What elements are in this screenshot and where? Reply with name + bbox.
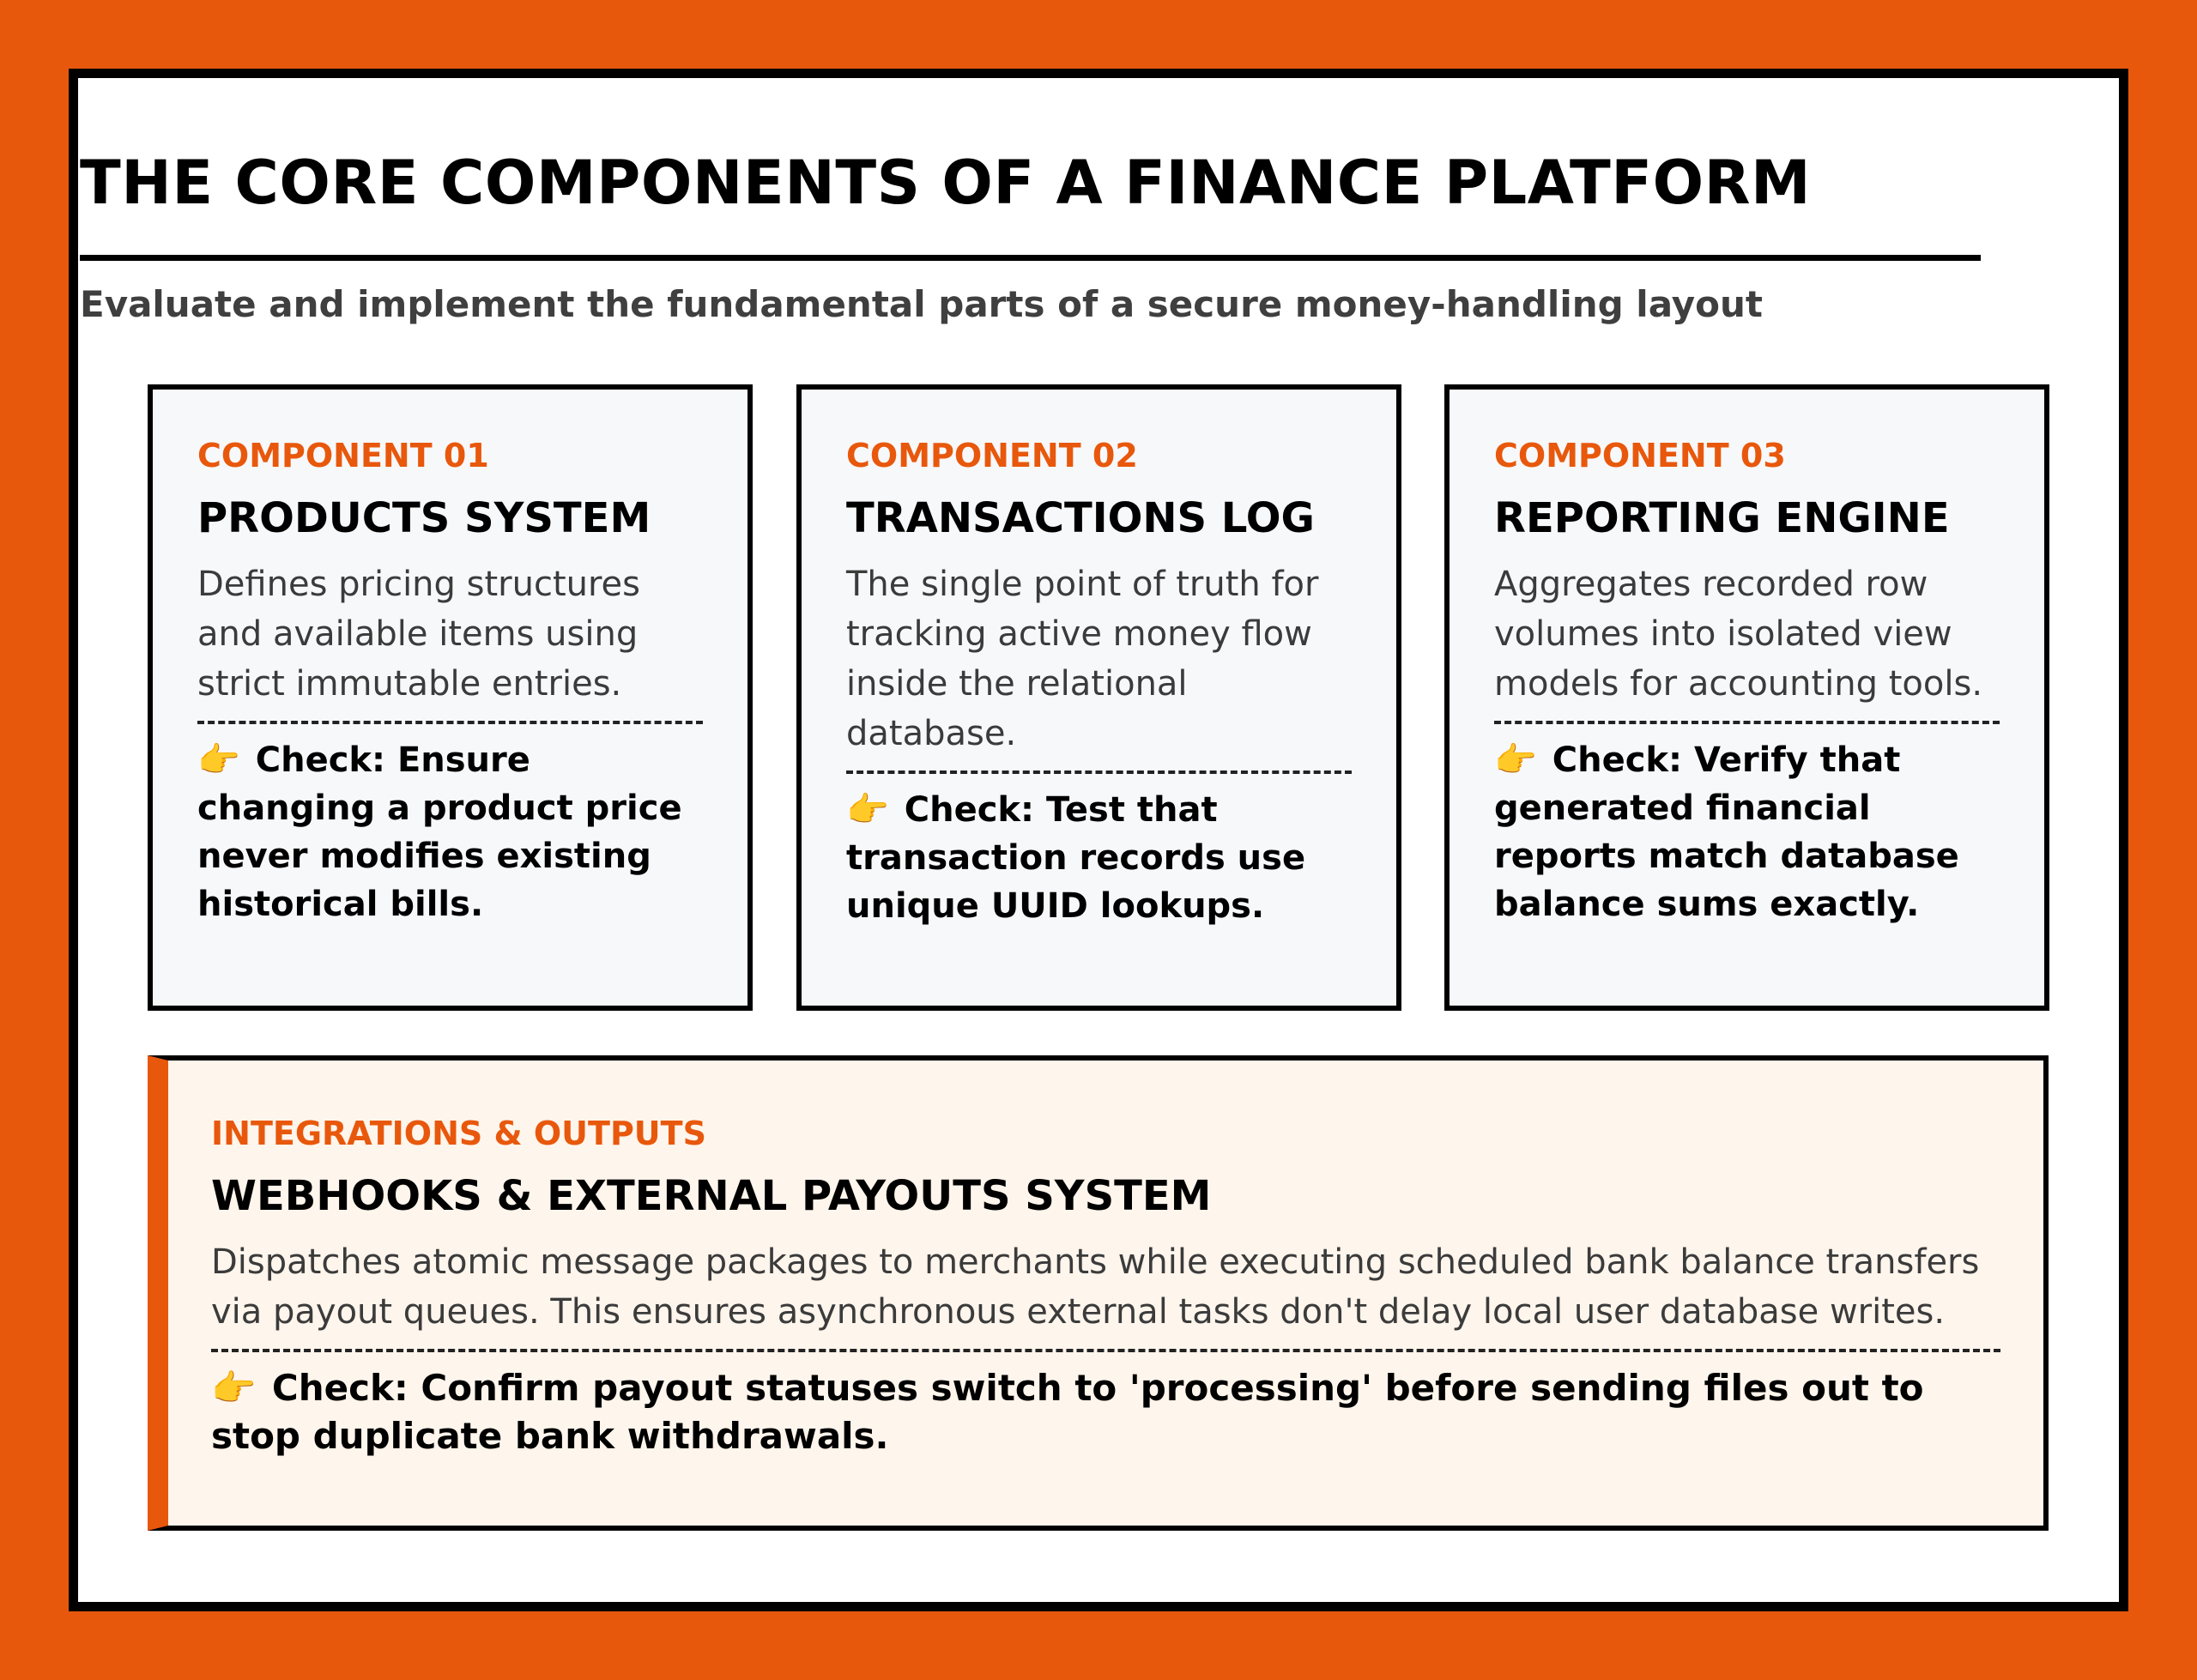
pointing-hand-icon: 👉	[211, 1367, 257, 1409]
check-text: Check: Ensure changing a product price n…	[197, 740, 682, 924]
check-text: Check: Test that transaction records use…	[846, 790, 1306, 926]
component-title: TRANSACTIONS LOG	[846, 494, 1315, 542]
component-kicker: COMPONENT 01	[197, 437, 489, 474]
title-divider	[80, 255, 1981, 261]
page-title: THE CORE COMPONENTS OF A FINANCE PLATFOR…	[80, 148, 1812, 218]
integrations-card: INTEGRATIONS & OUTPUTS WEBHOOKS & EXTERN…	[148, 1055, 2049, 1531]
pointing-hand-icon: 👉	[197, 740, 240, 780]
integrations-description: Dispatches atomic message packages to me…	[211, 1242, 1980, 1332]
component-description: Defines pricing structures and available…	[197, 565, 640, 704]
component-check: 👉 Check: Ensure changing a product price…	[197, 736, 703, 928]
dashed-divider	[211, 1349, 2000, 1352]
component-kicker: COMPONENT 02	[846, 437, 1138, 474]
component-card-transactions: COMPONENT 02 TRANSACTIONS LOG The single…	[796, 384, 1401, 1011]
component-description: The single point of truth for tracking a…	[846, 565, 1319, 753]
integrations-check: 👉 Check: Confirm payout statuses switch …	[211, 1364, 2000, 1460]
dashed-divider	[846, 771, 1352, 774]
component-card-products: COMPONENT 01 PRODUCTS SYSTEM Defines pri…	[148, 384, 753, 1011]
pointing-hand-icon: 👉	[846, 790, 889, 830]
component-kicker: COMPONENT 03	[1494, 437, 1786, 474]
integrations-kicker: INTEGRATIONS & OUTPUTS	[211, 1115, 706, 1152]
check-text: Check: Confirm payout statuses switch to…	[211, 1367, 1924, 1457]
page-subtitle: Evaluate and implement the fundamental p…	[80, 283, 1763, 325]
check-text: Check: Verify that generated financial r…	[1494, 740, 1959, 924]
component-check: 👉 Check: Verify that generated financial…	[1494, 736, 2000, 928]
component-description: Aggregates recorded row volumes into iso…	[1494, 565, 1983, 704]
integrations-title: WEBHOOKS & EXTERNAL PAYOUTS SYSTEM	[211, 1172, 1212, 1220]
component-check: 👉 Check: Test that transaction records u…	[846, 786, 1352, 930]
dashed-divider	[197, 721, 703, 724]
component-title: REPORTING ENGINE	[1494, 494, 1950, 542]
component-title: PRODUCTS SYSTEM	[197, 494, 651, 542]
dashed-divider	[1494, 721, 2000, 724]
pointing-hand-icon: 👉	[1494, 740, 1537, 780]
component-card-reporting: COMPONENT 03 REPORTING ENGINE Aggregates…	[1444, 384, 2049, 1011]
